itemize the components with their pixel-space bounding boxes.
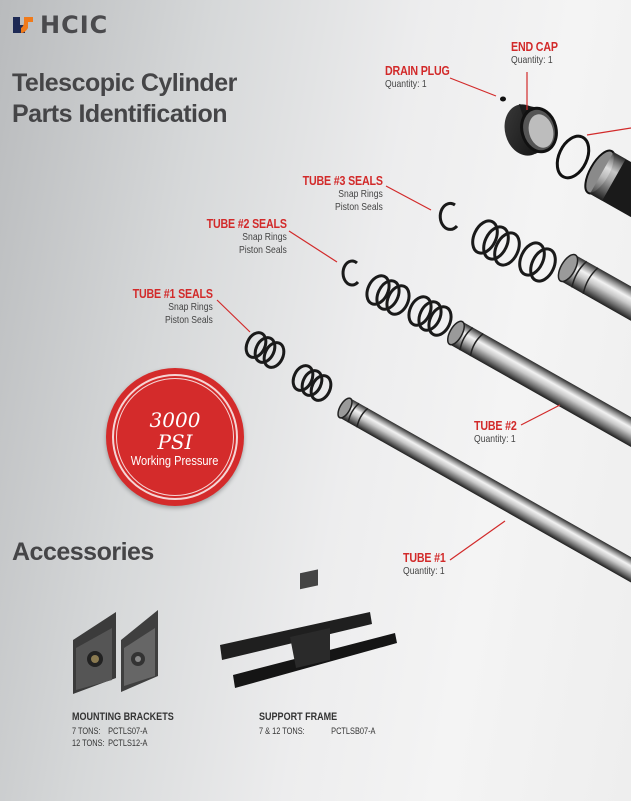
brand-logo: HCIC	[12, 11, 109, 39]
tube2-title: TUBE #2	[474, 418, 517, 433]
spec-key: 12 TONS:	[72, 738, 105, 748]
tube3-shape	[557, 253, 631, 341]
badge-label: Working Pressure	[131, 453, 219, 468]
tube2-seals-snap-rings: Snap Rings	[242, 231, 287, 243]
accessory-spec-row: 12 TONS: PCTLS12-A	[72, 738, 174, 748]
badge-ring-outer	[112, 374, 238, 500]
spec-value: PCTLSB07-A	[331, 726, 376, 736]
mounting-brackets-image	[73, 610, 158, 694]
hcic-logo-icon	[13, 17, 33, 33]
leader-lines	[216, 72, 631, 561]
tube1-seals-piston-seals: Piston Seals	[165, 314, 213, 326]
tube2-seals-title: TUBE #2 SEALS	[206, 216, 287, 231]
barrel-shape	[584, 149, 631, 233]
callout-tube1: TUBE #1 Quantity: 1	[403, 550, 455, 578]
brand-name: HCIC	[40, 11, 109, 39]
drain-plug-shape	[500, 96, 506, 102]
callout-end-cap: END CAP Quantity: 1	[511, 39, 568, 67]
accessory-name: SUPPORT FRAME	[259, 711, 338, 723]
accessory-support-frame: SUPPORT FRAME 7 & 12 TONS: PCTLSB07-A	[259, 711, 401, 736]
tube2-quantity: Quantity: 1	[474, 433, 516, 445]
spec-value: PCTLS12-A	[108, 738, 148, 748]
accessories-heading: Accessories	[12, 538, 154, 566]
accessory-spec-row: 7 & 12 TONS: PCTLSB07-A	[259, 726, 375, 736]
pressure-badge: 3000 PSI Working Pressure	[106, 368, 244, 506]
drain-plug-title: DRAIN PLUG	[385, 63, 450, 78]
end-cap-shape	[504, 104, 558, 156]
callout-tube2: TUBE #2 Quantity: 1	[474, 418, 526, 446]
callout-drain-plug: DRAIN PLUG Quantity: 1	[385, 63, 464, 91]
tube1-seals-shape	[244, 331, 333, 402]
support-frame-image	[220, 569, 397, 688]
tube3-seals-title: TUBE #3 SEALS	[302, 173, 383, 188]
page-title-line1: Telescopic Cylinder	[12, 69, 237, 97]
tube3-seals-shape	[438, 201, 557, 283]
callout-tube1-seals: TUBE #1 SEALS Snap Rings Piston Seals	[115, 286, 213, 327]
end-cap-title: END CAP	[511, 39, 558, 54]
spec-value: PCTLS07-A	[108, 726, 148, 736]
tube1-shape	[337, 397, 631, 595]
tube1-seals-title: TUBE #1 SEALS	[132, 286, 213, 301]
tube2-seals-shape	[341, 259, 453, 337]
accessory-spec-row: 7 TONS: PCTLS07-A	[72, 726, 174, 736]
page-title-line2: Parts Identification	[12, 100, 228, 128]
tube2-seals-piston-seals: Piston Seals	[239, 244, 287, 256]
spec-key: 7 & 12 TONS:	[259, 726, 305, 736]
tube1-seals-snap-rings: Snap Rings	[168, 301, 213, 313]
drain-plug-quantity: Quantity: 1	[385, 78, 427, 90]
badge-ring-inner	[116, 378, 234, 496]
accessory-mounting-brackets: MOUNTING BRACKETS 7 TONS: PCTLS07-A 12 T…	[72, 711, 196, 748]
tube1-quantity: Quantity: 1	[403, 565, 445, 577]
spec-key: 7 TONS:	[72, 726, 101, 736]
callout-tube3-seals: TUBE #3 SEALS Snap Rings Piston Seals	[285, 173, 383, 214]
tube1-title: TUBE #1	[403, 550, 446, 565]
tube2-shape	[446, 320, 631, 463]
callout-tube2-seals: TUBE #2 SEALS Snap Rings Piston Seals	[189, 216, 287, 257]
tube3-seals-snap-rings: Snap Rings	[338, 188, 383, 200]
page-title: Telescopic Cylinder Parts Identification	[12, 68, 237, 130]
tube3-seals-piston-seals: Piston Seals	[335, 201, 383, 213]
accessory-name: MOUNTING BRACKETS	[72, 711, 174, 723]
end-cap-quantity: Quantity: 1	[511, 54, 553, 66]
